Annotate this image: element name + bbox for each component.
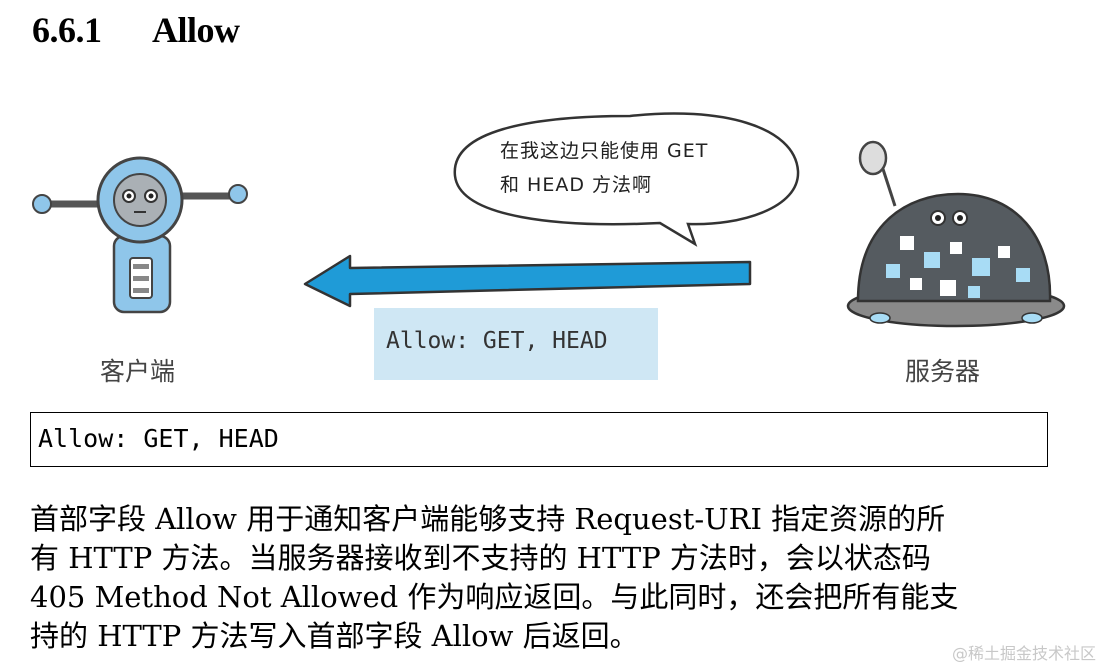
client-label: 客户端 [100, 357, 176, 386]
watermark: @稀土掘金技术社区 [951, 644, 1096, 663]
speech-bubble-line: 和 HEAD 方法啊 [500, 174, 652, 196]
paragraph-line: 有 HTTP 方法。当服务器接收到不支持的 HTTP 方法时，会以状态码 [30, 541, 931, 575]
section-heading: 6.6.1 Allow [32, 8, 240, 52]
speech-bubble-text: 在我这边只能使用 GET 和 HEAD 方法啊 [500, 134, 800, 202]
client-robot-icon [32, 156, 248, 314]
server-label: 服务器 [905, 357, 981, 386]
allow-header-illustration: 在我这边只能使用 GET 和 HEAD 方法啊 Allow: GET, HEAD… [20, 96, 1084, 396]
speech-bubble-shape [453, 112, 800, 247]
illustration-drawing [32, 112, 1066, 328]
server-robot-icon [846, 140, 1066, 328]
section-title: Allow [152, 10, 240, 50]
code-block: Allow: GET, HEAD [30, 412, 1048, 467]
speech-bubble-line: 在我这边只能使用 GET [500, 140, 709, 162]
allow-header-label: Allow: GET, HEAD [386, 328, 608, 354]
paragraph-line: 持的 HTTP 方法写入首部字段 Allow 后返回。 [30, 619, 639, 653]
allow-header-label-box: Allow: GET, HEAD [374, 308, 658, 380]
paragraph-line: 405 Method Not Allowed 作为响应返回。与此同时，还会把所有… [30, 580, 959, 614]
description-paragraph: 首部字段 Allow 用于通知客户端能够支持 Request-URI 指定资源的… [30, 500, 1060, 656]
response-arrow-icon [303, 254, 752, 308]
paragraph-line: 首部字段 Allow 用于通知客户端能够支持 Request-URI 指定资源的… [30, 502, 946, 536]
code-text: Allow: GET, HEAD [38, 424, 279, 453]
section-number: 6.6.1 [32, 10, 102, 50]
